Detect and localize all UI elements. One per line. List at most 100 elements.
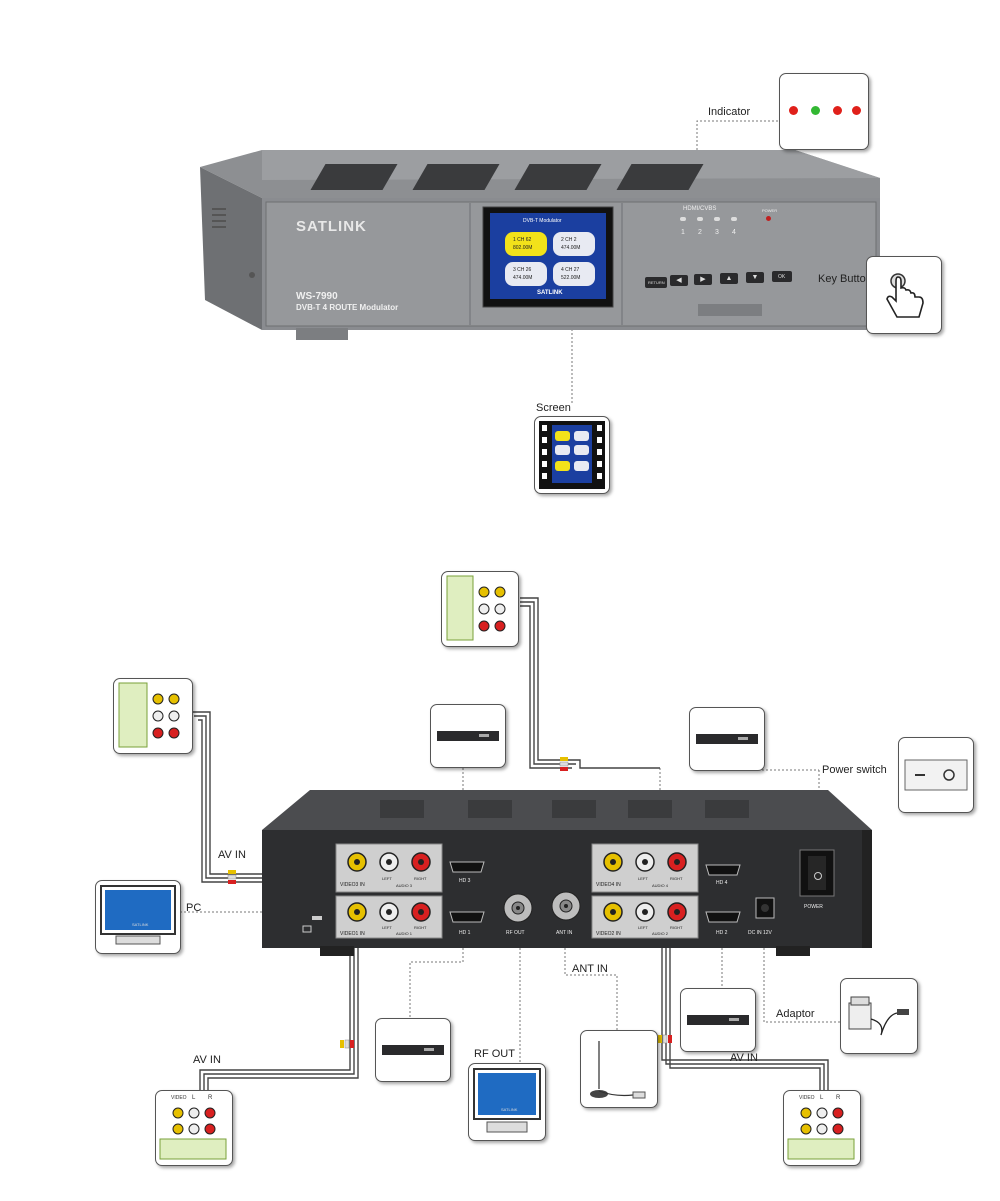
power-switch-callout-box	[898, 737, 974, 813]
key-button-callout-box	[866, 256, 942, 334]
front-model-number: WS-7990	[296, 291, 338, 302]
video1-in-label: VIDEO1 IN	[340, 931, 365, 937]
screen-channel-tile: 2 CH 2 474.00M	[553, 232, 595, 256]
power-adaptor-icon	[848, 996, 909, 1036]
monitor-brand: SATLINK	[132, 922, 149, 927]
av-source-box-bottom-left: VIDEO L R	[155, 1090, 233, 1166]
audio2-label: AUDIO 2	[652, 931, 669, 936]
indicator-number: 3	[715, 229, 719, 236]
screen-channel-tile: 4 CH 27 522.00M	[553, 262, 595, 286]
front-model-subtitle: DVB-T 4 ROUTE Modulator	[296, 303, 399, 312]
av-jack-panel-icon	[787, 1107, 855, 1160]
indicator-led	[731, 217, 737, 221]
set-top-box-icon	[437, 731, 499, 741]
key-button-callout-label: Key Button	[818, 273, 872, 285]
hdmi-source-box-3	[430, 704, 506, 768]
tv-brand: SATLINK	[501, 1107, 518, 1112]
av-source-box-bottom-right: VIDEO L R	[783, 1090, 861, 1166]
screen-header: DVB-T Modulator	[523, 218, 562, 224]
screen-callout-box	[534, 416, 610, 494]
hdmi-source-box-4	[689, 707, 765, 771]
screen-channel-tile: 1 CH 62 802.00M	[505, 232, 547, 256]
return-key[interactable]: RETURN	[645, 277, 667, 288]
l-jack-label: L	[192, 1095, 196, 1101]
l-jack-label: L	[820, 1095, 824, 1101]
audio4-label: AUDIO 4	[652, 883, 669, 888]
hdmi-source-box-1	[375, 1018, 451, 1082]
ant-in-port-label: ANT IN	[556, 930, 573, 936]
av-jack-panel-icon	[118, 682, 180, 748]
hd3-label: HD 3	[459, 878, 471, 884]
av-source-box-top	[441, 571, 519, 647]
left-key[interactable]: ◀	[670, 275, 688, 286]
ant-in-label: ANT IN	[572, 963, 608, 975]
video-jack-label: VIDEO	[799, 1095, 815, 1101]
rf-out-label: RF OUT	[474, 1048, 515, 1060]
video-jack-label: VIDEO	[171, 1095, 187, 1101]
left-label: LEFT	[382, 876, 392, 881]
hd4-label: HD 4	[716, 880, 728, 886]
power-port-label: POWER	[804, 904, 823, 910]
front-brand-logo: SATLINK	[296, 218, 367, 235]
screen-channel-tile: 3 CH 26 474.00M	[505, 262, 547, 286]
r-jack-label: R	[208, 1095, 213, 1101]
indicator-number: 2	[698, 229, 702, 236]
rf-out-tv-box: SATLINK	[468, 1063, 546, 1141]
audio3-label: AUDIO 3	[396, 883, 413, 888]
right-key[interactable]: ▶	[694, 274, 712, 285]
indicator-led-4	[852, 106, 861, 115]
pc-monitor-box: SATLINK	[95, 880, 181, 954]
right-label: RIGHT	[414, 876, 427, 881]
power-led-label: POWER	[762, 208, 778, 213]
power-switch-label: Power switch	[822, 764, 887, 776]
antenna-box	[580, 1030, 658, 1108]
antenna-icon	[590, 1041, 646, 1099]
indicator-number: 1	[681, 229, 685, 236]
tv-icon	[473, 1068, 541, 1133]
audio1-label: AUDIO 1	[396, 931, 413, 936]
screen-footer-logo: SATLINK	[537, 290, 563, 296]
indicator-led	[714, 217, 720, 221]
av-jack-panel-icon	[446, 575, 506, 641]
right-label: RIGHT	[670, 876, 683, 881]
video2-in-label: VIDEO2 IN	[596, 931, 621, 937]
av-jack-panel-icon	[159, 1107, 227, 1160]
rear-power-switch[interactable]	[812, 860, 822, 886]
right-label: RIGHT	[670, 925, 683, 930]
screen-callout-label: Screen	[536, 402, 571, 414]
indicator-callout-label: Indicator	[708, 106, 751, 118]
monitor-icon	[100, 885, 176, 945]
power-led	[766, 216, 771, 221]
down-key[interactable]: ▼	[746, 272, 764, 283]
up-key[interactable]: ▲	[720, 273, 738, 284]
ok-key[interactable]: OK	[772, 271, 792, 282]
hd2-label: HD 2	[716, 930, 728, 936]
indicator-led-2	[811, 106, 820, 115]
adaptor-box	[840, 978, 918, 1054]
rf-out-port-label: RF OUT	[506, 930, 525, 936]
hd1-label: HD 1	[459, 930, 471, 936]
av-in-left-label: AV IN	[218, 849, 246, 861]
left-label: LEFT	[638, 925, 648, 930]
left-label: LEFT	[382, 925, 392, 930]
set-top-box-icon	[687, 1015, 749, 1025]
indicator-led-1	[789, 106, 798, 115]
r-jack-label: R	[836, 1095, 841, 1101]
pc-label: PC	[186, 902, 202, 914]
video3-in-label: VIDEO3 IN	[340, 882, 365, 888]
indicator-number: 4	[732, 229, 736, 236]
av-in-bottom-left-label: AV IN	[193, 1054, 221, 1066]
set-top-box-icon	[382, 1045, 444, 1055]
left-label: LEFT	[638, 876, 648, 881]
indicator-callout-box	[779, 73, 869, 150]
dc-in-label: DC IN 12V	[748, 930, 772, 936]
av-in-bottom-right-label: AV IN	[730, 1052, 758, 1064]
rocker-switch-icon	[904, 759, 968, 791]
indicator-led	[680, 217, 686, 221]
screen-preview-icon	[539, 421, 605, 489]
switch-rocker	[814, 872, 822, 880]
av-source-box-left	[113, 678, 193, 754]
indicator-led-3	[833, 106, 842, 115]
